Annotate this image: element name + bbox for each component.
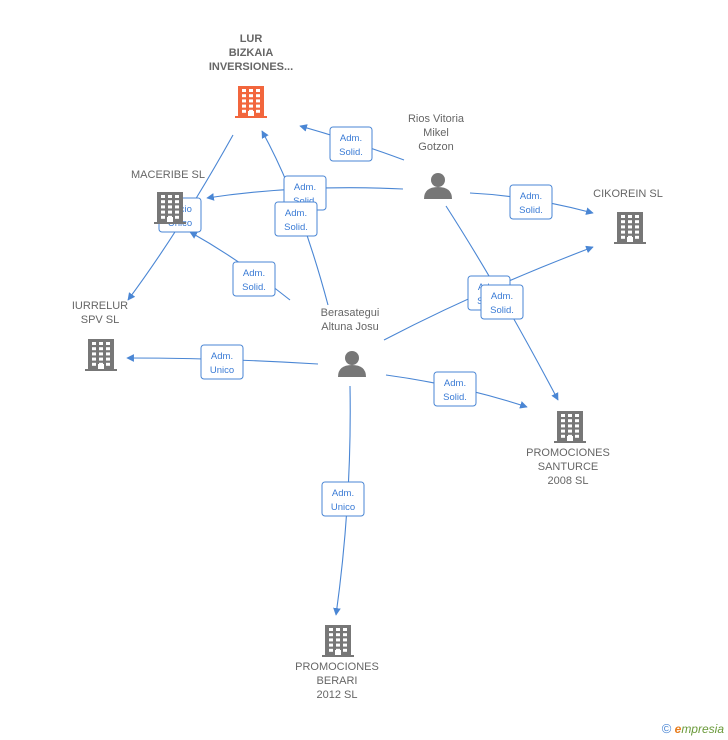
node-label: Altuna Josu (321, 321, 378, 333)
node-label: SANTURCE (538, 461, 599, 473)
relation-box[interactable] (509, 184, 553, 220)
node-label: IURRELUR (72, 300, 128, 312)
relation-text: Solid. (519, 205, 543, 216)
node-berari[interactable]: PROMOCIONES BERARI 2012 SL (295, 625, 379, 701)
node-label: 2012 SL (317, 689, 358, 701)
node-label: PROMOCIONES (526, 447, 610, 459)
relation-text: Solid. (490, 305, 514, 316)
building-icon (322, 625, 354, 657)
node-cikorein[interactable]: CIKOREIN SL (593, 188, 663, 244)
person-icon (424, 173, 452, 199)
relation-text: Adm. (444, 378, 466, 389)
relation-text: Solid. (242, 282, 266, 293)
relation-text: Adm. (294, 182, 316, 193)
relation-box[interactable] (480, 284, 524, 320)
building-icon (235, 86, 267, 118)
copyright-icon: © (661, 721, 672, 736)
relation-text: Adm. (285, 208, 307, 219)
relation-label-r1[interactable]: Adm. Solid. (329, 126, 373, 162)
relation-label-r5[interactable]: Adm. Solid. (232, 261, 276, 297)
node-label: SPV SL (81, 314, 120, 326)
relation-text: Adm. (520, 191, 542, 202)
relation-label-r10[interactable]: Adm. Solid. (433, 371, 477, 407)
relation-box[interactable] (200, 344, 244, 380)
relation-text: Solid. (443, 392, 467, 403)
relation-box[interactable] (232, 261, 276, 297)
relation-label-r9[interactable]: Adm. Unico (321, 481, 365, 517)
node-maceribe[interactable]: MACERIBE SL (131, 169, 205, 224)
node-lur[interactable]: LUR BIZKAIA INVERSIONES... (209, 33, 293, 118)
node-label: BIZKAIA (229, 47, 274, 59)
building-icon (554, 411, 586, 443)
relation-text: Adm. (243, 268, 265, 279)
relation-label-r3[interactable]: Adm. Solid. (509, 184, 553, 220)
relation-text: Adm. (332, 488, 354, 499)
relation-text: Adm. (211, 351, 233, 362)
brand-logo-e: e (674, 722, 682, 736)
person-icon (338, 351, 366, 377)
building-icon (154, 192, 186, 224)
node-label: 2008 SL (548, 475, 589, 487)
node-label: CIKOREIN SL (593, 188, 663, 200)
nodes-layer: LUR BIZKAIA INVERSIONES... MACERIBE SL IURRE… (72, 33, 663, 701)
node-santurce[interactable]: PROMOCIONES SANTURCE 2008 SL (526, 411, 610, 487)
node-label: BERARI (317, 675, 358, 687)
building-icon (85, 339, 117, 371)
relation-label-r11[interactable]: Adm. Solid. (480, 284, 524, 320)
relation-box[interactable] (274, 201, 318, 237)
building-icon (614, 212, 646, 244)
relation-box[interactable] (321, 481, 365, 517)
relation-box[interactable] (433, 371, 477, 407)
relation-box[interactable] (329, 126, 373, 162)
relation-text: Solid. (284, 222, 308, 233)
relation-label-r6[interactable]: Adm. Solid. (274, 201, 318, 237)
relation-text: Unico (210, 365, 234, 376)
relation-text: Adm. (340, 133, 362, 144)
brand-logo-text: mpresia (681, 722, 724, 736)
node-label: Gotzon (418, 141, 453, 153)
relation-text: Unico (331, 502, 355, 513)
node-label: Mikel (423, 127, 449, 139)
relation-label-r12[interactable]: Adm. Unico (200, 344, 244, 380)
relation-text: Adm. (491, 291, 513, 302)
node-label: LUR (240, 33, 263, 45)
relation-text: Solid. (339, 147, 363, 158)
node-label: INVERSIONES... (209, 61, 293, 73)
node-label: Berasategui (321, 307, 380, 319)
node-iurrelur[interactable]: IURRELUR SPV SL (72, 300, 128, 371)
node-label: Rios Vitoria (408, 113, 465, 125)
node-label: PROMOCIONES (295, 661, 379, 673)
brand-footer: © empresia (662, 721, 724, 736)
node-label: MACERIBE SL (131, 169, 205, 181)
